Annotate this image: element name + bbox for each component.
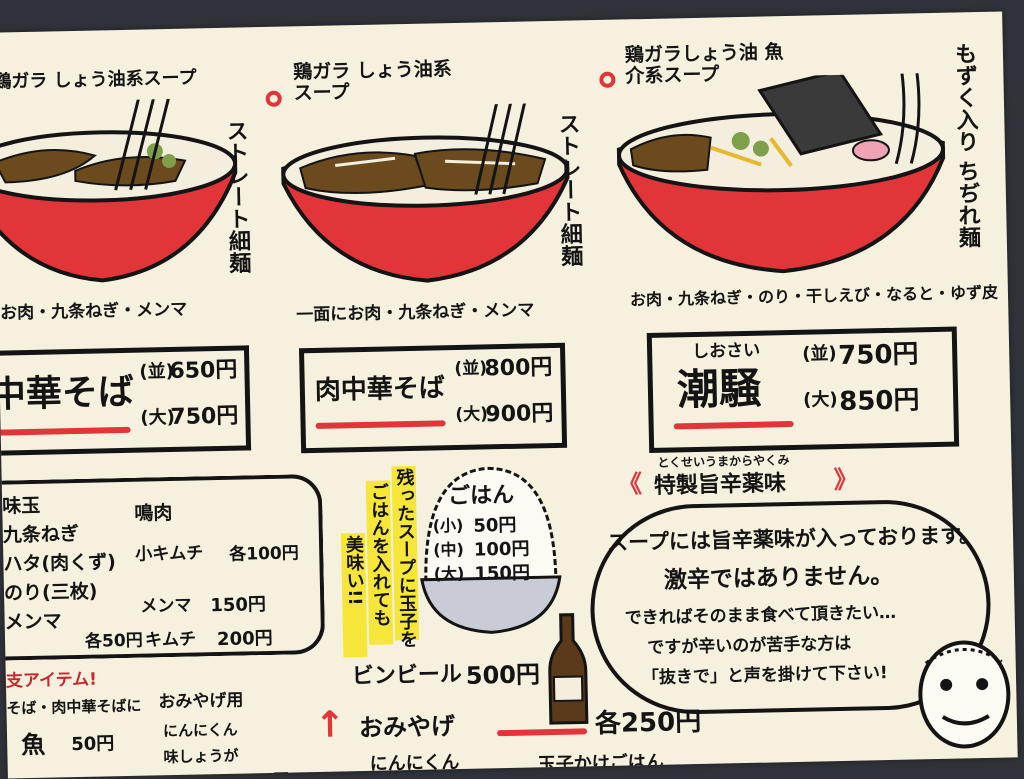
price-3-size1: (並) — [801, 343, 837, 365]
topping-item: のり(三枚) — [3, 580, 98, 605]
topping-item: 九条ねぎ — [2, 522, 80, 547]
topping-item: 味玉 — [1, 494, 41, 518]
rice-price: 100円 — [473, 538, 530, 561]
item-name: 魚 — [20, 730, 46, 760]
topping-right-4: キムチ — [144, 629, 197, 651]
bowl-3-noodle: もずく入り ちぢれ麺 — [950, 42, 981, 249]
bowl-3: 鶏ガラしょう油 魚介系スープ もずく入り ちぢれ麺 お肉・九条ねぎ・のり・干しえ… — [0, 12, 1002, 309]
price-3-price1: 750円 — [837, 339, 919, 372]
toppings-box: 味玉 九条ねぎ ハタ(肉くず) のり(三枚) メンマ 鳴肉 小キムチ 各100円… — [0, 473, 326, 662]
spicy-title: 特製旨辛薬味 — [653, 471, 787, 499]
item-price: 50円 — [71, 733, 115, 756]
rice-size: (中) — [433, 539, 465, 560]
underline — [0, 426, 131, 436]
item-heading: 支アイテム! — [5, 669, 98, 692]
omiyage-item-1: にんにくん — [369, 752, 460, 775]
price-2-size2: (大) — [455, 404, 489, 426]
price-menma: 150円 — [210, 594, 267, 617]
bowl-2-toppings: 一面にお肉・九条ねぎ・メンマ — [296, 300, 535, 326]
quote-open-icon: 《 — [617, 470, 643, 499]
rice-bowl-illustration — [420, 466, 562, 634]
souvenir-heading: おみやげ用 — [158, 690, 244, 713]
price-each100: 各100円 — [229, 543, 299, 565]
souvenir-item: 味しょうが — [163, 746, 239, 767]
topping-right-1: 鳴肉 — [134, 501, 173, 525]
bowl-2-soup: 鶏ガラ しょう油系スープ — [292, 58, 453, 105]
bowl-2-illustration — [281, 102, 570, 283]
omiyage-deco-icon: ↑ — [314, 704, 346, 747]
spicy-ruby: とくせいうまからやくみ — [657, 453, 790, 470]
topping-right-3: メンマ — [140, 595, 192, 617]
bowl-2: 鶏ガラ しょう油系スープ ストレート細麺 一面にお肉・九条ねぎ・メンマ — [0, 12, 1002, 325]
price-2-size1: (並) — [454, 358, 488, 380]
spicy-line-5: 「抜きで」と声を掛けて下さい! — [641, 663, 888, 689]
toppings-left-list: 味玉 九条ねぎ ハタ(肉くず) のり(三枚) メンマ — [2, 494, 117, 633]
rice-price: 50円 — [473, 514, 517, 537]
price-box-3: しおさい 潮騒 (並) 750円 (大) 850円 — [646, 326, 960, 453]
price-box-2: 肉中華そば (並) 800円 (大) 900円 — [298, 342, 568, 454]
menu-sheet: 鶏ガラ しょう油系スープ ストレート細麺 お肉・九条ねぎ・メンマ 鶏ガラ しょう… — [0, 11, 1018, 779]
souvenir-item: にんにくん — [162, 720, 238, 741]
bowl-1-soup: 鶏ガラ しょう油系スープ — [0, 67, 197, 93]
spicy-line-4: ですが辛いのが苦手な方は — [647, 633, 852, 659]
beer-label: ビンビール — [351, 661, 463, 690]
price-each50: 各50円 — [84, 630, 143, 652]
topping-right-2: 小キムチ — [135, 543, 204, 565]
beer-price: 500円 — [465, 660, 541, 690]
rice-title: ごはん — [447, 482, 515, 510]
bowl-1-toppings: お肉・九条ねぎ・メンマ — [0, 299, 188, 324]
price-box-1: 中華そば (並) 650円 (大) 750円 — [0, 345, 252, 456]
underline — [673, 420, 794, 430]
price-2-name: 肉中華そば — [314, 373, 446, 406]
rice-price-list: (小) 50円 (中) 100円 (大) 150円 — [432, 514, 531, 585]
omiyage-item-2: 玉子かけごはん — [537, 751, 664, 776]
bowl-1-noodle: ストレート細麺 — [222, 119, 251, 274]
price-2-price2: 900円 — [485, 400, 554, 428]
price-1-price1: 650円 — [169, 357, 238, 385]
beer-bottle-icon — [548, 613, 589, 725]
chef-face-illustration — [918, 640, 1011, 749]
item-note: そば・肉中華そばに — [6, 696, 142, 718]
price-3-ruby: しおさい — [691, 340, 761, 363]
price-3-price2: 850円 — [838, 385, 920, 417]
spicy-line-2: 激辛ではありません。 — [663, 562, 894, 594]
swirl-icon — [265, 90, 282, 107]
underline — [497, 728, 588, 737]
price-3-name: 潮騒 — [676, 363, 762, 415]
yellow-note-2: ごはんを入れても — [365, 480, 393, 645]
bowl-2-noodle: ストレート細麺 — [554, 112, 583, 267]
topping-item: メンマ — [4, 609, 62, 634]
rice-price: 150円 — [474, 562, 531, 585]
topping-item: ハタ(肉くず) — [3, 550, 117, 576]
rice-size: (大) — [433, 563, 465, 584]
price-kimchi: 200円 — [216, 627, 273, 651]
spicy-line-3: できればそのまま食べて頂きたい… — [624, 602, 897, 629]
bowl-1-illustration — [0, 97, 238, 283]
souvenir-price: 0円 — [262, 770, 290, 779]
quote-close-icon: 》 — [833, 465, 859, 495]
price-1-name: 中華そば — [0, 371, 135, 416]
bowl-3-illustration — [616, 72, 946, 274]
underline — [315, 420, 446, 429]
spicy-line-1: スープには旨辛薬味が入っております。 — [606, 523, 981, 555]
bowl-1: 鶏ガラ しょう油系スープ ストレート細麺 お肉・九条ねぎ・メンマ — [0, 12, 1002, 324]
price-2-price1: 800円 — [484, 355, 553, 382]
omiyage-label: おみやげ — [358, 712, 456, 743]
price-3-size2: (大) — [802, 389, 838, 411]
price-1-price2: 750円 — [170, 403, 239, 431]
rice-size: (小) — [432, 515, 464, 536]
yellow-note-3: 美味い!! — [340, 532, 368, 658]
